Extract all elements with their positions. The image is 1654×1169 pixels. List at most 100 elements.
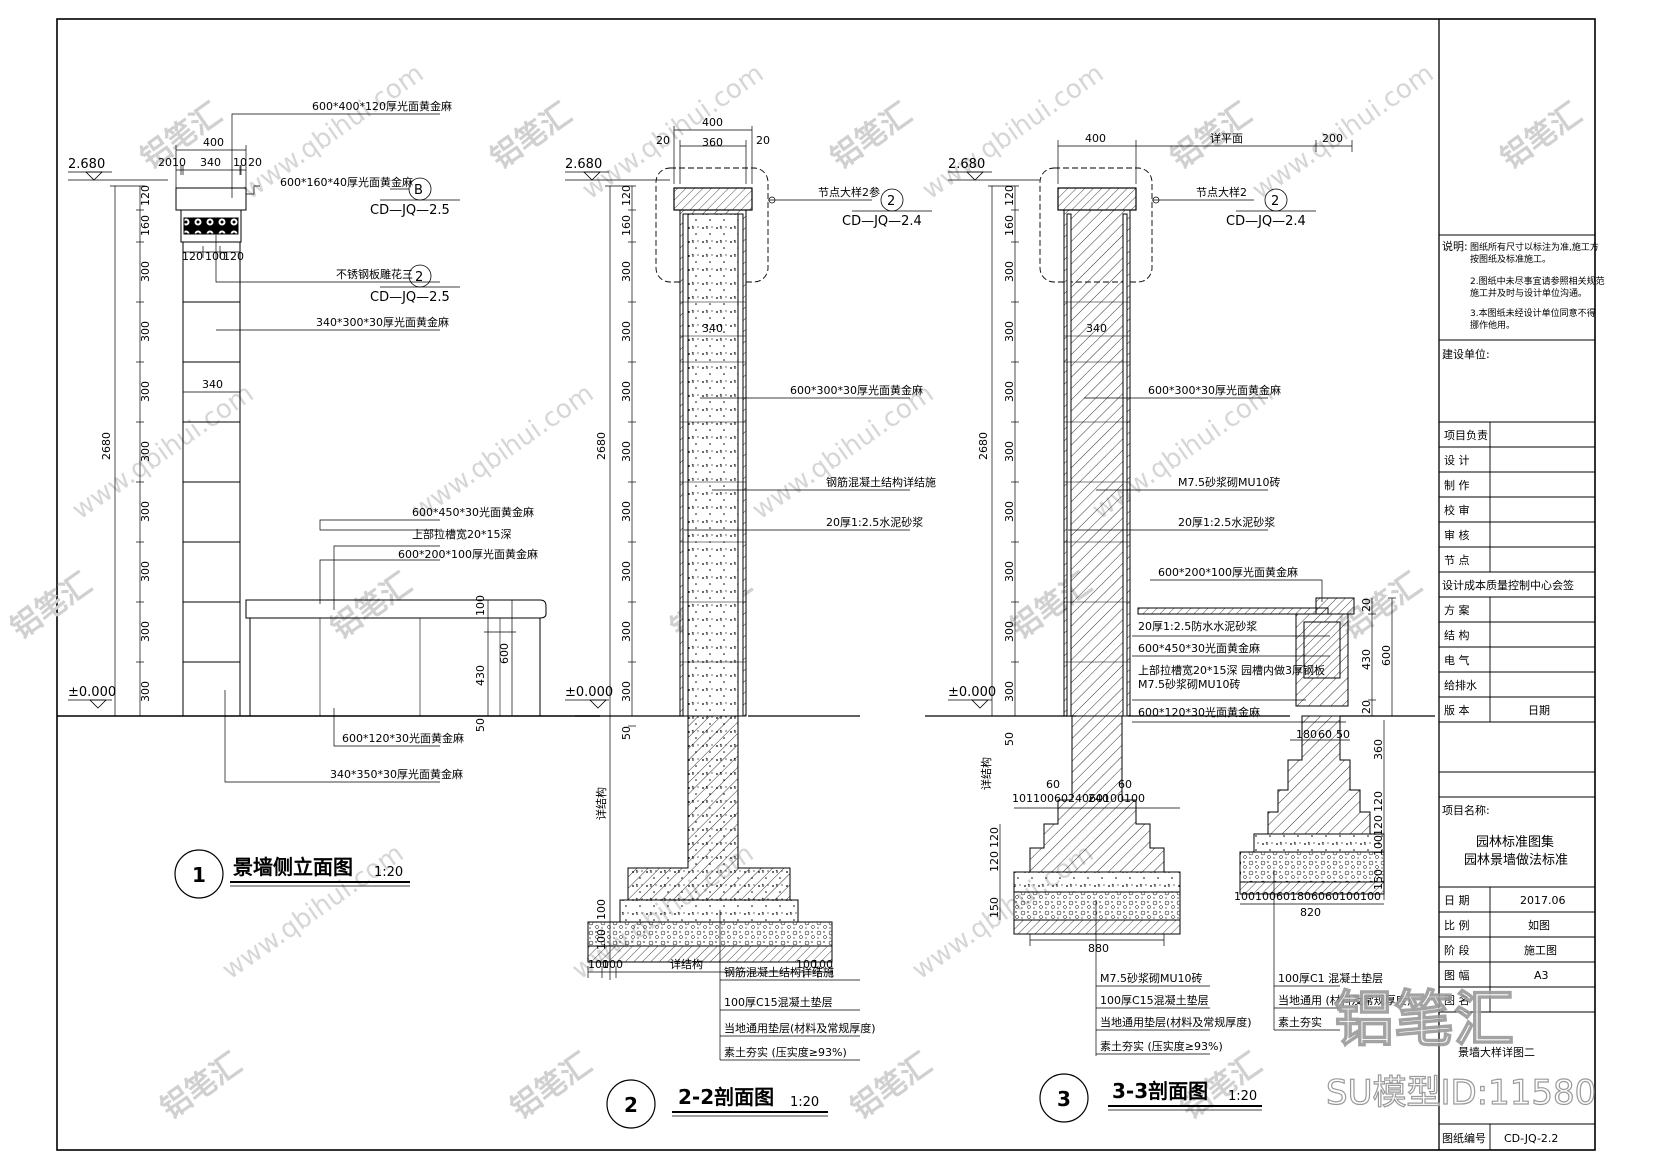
dim-50: 50 <box>1336 728 1350 741</box>
dim-50: 50 <box>620 726 633 740</box>
struct-label-b: 详结构 <box>670 957 703 971</box>
level-top-text: 2.680 <box>948 157 985 172</box>
company-label: 设计成本质量控制中心会签 <box>1442 578 1574 592</box>
dim-120: 120 <box>620 185 633 206</box>
dim-160: 160 <box>139 215 152 236</box>
dim-300: 300 <box>620 381 633 402</box>
dim-160: 160 <box>1003 215 1016 236</box>
dim-300: 300 <box>139 501 152 522</box>
dimension-chain-vertical <box>988 185 1019 717</box>
label-v1-l4: 340*300*30厚光面黄金麻 <box>316 315 449 329</box>
view-1-title: 景墙侧立面图 <box>233 855 353 879</box>
dim-pat-120b: 120 <box>223 250 244 263</box>
dim-bench-430: 430 <box>474 665 487 686</box>
dim-300: 300 <box>139 621 152 642</box>
dim-300: 300 <box>620 681 633 702</box>
view-1-number: 1 <box>192 863 206 887</box>
tb-row-label: 设 计 <box>1444 454 1470 467</box>
note-line: 施工并及时与设计单位沟通。 <box>1470 287 1587 299</box>
footing-section <box>587 715 833 963</box>
tb-info-label: 图 幅 <box>1444 969 1470 982</box>
label-v2-l1: 600*300*30厚光面黄金麻 <box>790 383 923 397</box>
dim-60c: 60 <box>1318 728 1332 741</box>
dim-180: 180 <box>1296 728 1317 741</box>
dim-b600: 600 <box>1380 645 1393 666</box>
dim-total: 2680 <box>100 432 113 460</box>
node-label: 节点大样2参 <box>818 185 880 199</box>
tb-row-label: 校 审 <box>1444 503 1470 517</box>
tb-row-label: 项目负责 <box>1444 428 1488 442</box>
dim-in340: 340 <box>1086 322 1107 335</box>
dim-300: 300 <box>1003 321 1016 342</box>
column-section <box>679 209 747 717</box>
top-dims <box>1057 140 1353 184</box>
dim-h120b: 120 <box>988 851 1001 872</box>
label-v3-r3: 素土夯实 <box>1278 1015 1322 1029</box>
level-top-text: 2.680 <box>565 157 602 172</box>
dim-360: 360 <box>702 136 723 149</box>
tb-info-label: 图 名 <box>1444 993 1470 1007</box>
dim-340: 340 <box>200 156 221 169</box>
label-v3-r1: 100厚C1 混凝土垫层 <box>1278 971 1383 985</box>
dim-b20a: 20 <box>1360 598 1373 612</box>
view-3-number: 3 <box>1057 1087 1071 1111</box>
title-block: 说明: 图纸所有尺寸以标注为准,施工方 按图纸及标准施工。 2.图纸中未尽事宜请… <box>1439 234 1605 1150</box>
dim-160: 160 <box>620 215 633 236</box>
drawing-name: 景墙大样详图二 <box>1458 1045 1535 1059</box>
dim-20a: 20 <box>158 156 172 169</box>
level-marker-ground: ±0.000 <box>565 685 613 709</box>
view-2-scale: 1:20 <box>790 1095 819 1110</box>
tb-sign-label: 电 气 <box>1444 653 1470 667</box>
dim-820: 820 <box>1300 906 1321 919</box>
watermark-site: www.qbihui.com <box>577 58 769 205</box>
view-3-section: 2.680 ±0.000 2680 120 <box>925 131 1435 1123</box>
label-v1-l5: 600*450*30光面黄金麻 <box>412 505 534 519</box>
dim-b100b: 100 <box>602 958 623 971</box>
dim-h150b: 150 <box>1372 869 1385 890</box>
dim-20b: 20 <box>756 134 770 147</box>
callout-b-code: CD—JQ—2.5 <box>370 203 450 218</box>
tb-row-label: 节 点 <box>1444 554 1470 567</box>
callout-2 <box>852 188 932 212</box>
dim-300: 300 <box>139 321 152 342</box>
label-v1-l7: 600*200*100厚光面黄金麻 <box>398 547 538 561</box>
brand-logo: 铝笔汇 <box>1334 985 1514 1055</box>
label-v3-l8: M7.5砂浆砌MU10砖 <box>1138 677 1241 691</box>
view-3-scale: 1:20 <box>1228 1089 1257 1104</box>
callout-code: CD—JQ—2.4 <box>842 214 922 229</box>
dim-h360: 360 <box>1372 739 1385 760</box>
watermark-logo: 铝笔汇 <box>155 1046 249 1126</box>
project-name-2: 园林景墙做法标准 <box>1464 853 1568 868</box>
tb-info-value: 施工图 <box>1524 944 1557 957</box>
dim-300: 300 <box>139 261 152 282</box>
level-marker-ground: ±0.000 <box>68 685 116 709</box>
dim-h120c: 120 <box>1372 791 1385 812</box>
watermark-site: www.qbihui.com <box>1247 58 1439 205</box>
project-name-1: 园林标准图集 <box>1476 834 1554 850</box>
stepped-footing <box>1013 715 1181 935</box>
level-ground-text: ±0.000 <box>948 685 996 700</box>
dim-foot2-row: 100100601806060100100 <box>1234 890 1381 903</box>
struct-label-a: 详结构 <box>594 787 608 820</box>
dim-300: 300 <box>620 561 633 582</box>
note-line: 挪作他用。 <box>1470 319 1515 331</box>
label-v1-l6: 上部拉槽宽20*15深 <box>412 527 512 541</box>
dim-ground-50: 50 <box>474 718 487 732</box>
dim-300: 300 <box>1003 561 1016 582</box>
label-v1-l9: 340*350*30厚光面黄金麻 <box>330 767 463 781</box>
watermark-logo: 铝笔汇 <box>505 1046 599 1126</box>
dim-20b: 20 <box>248 156 262 169</box>
label-v3-l10: M7.5砂浆砌MU10砖 <box>1100 971 1203 985</box>
model-id: SU模型ID:11580 <box>1326 1073 1596 1113</box>
label-v3-l2: M7.5砂浆砌MU10砖 <box>1178 475 1281 489</box>
dim-plan: 详平面 <box>1210 131 1243 145</box>
leaders-v1 <box>215 113 440 783</box>
level-marker-top: 2.680 <box>68 157 168 181</box>
leaders-v2 <box>684 196 910 1061</box>
dim-300: 300 <box>1003 621 1016 642</box>
view-2-number-circle <box>606 1079 656 1129</box>
tb-row-label: 审 核 <box>1444 528 1470 542</box>
drawing-frame <box>56 18 1596 1151</box>
watermark-logo: 铝笔汇 <box>325 566 419 646</box>
